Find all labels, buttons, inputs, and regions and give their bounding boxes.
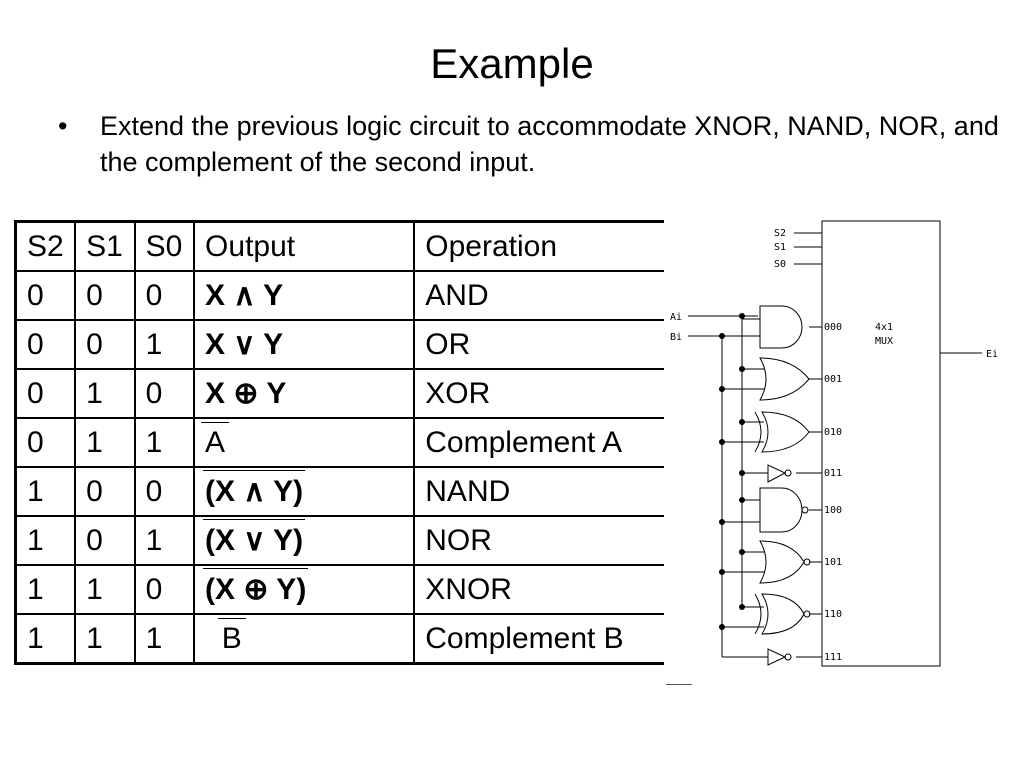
cell-s1: 1 [74, 564, 136, 615]
cell-s2: 0 [14, 319, 77, 370]
cell-output: (X ∧ Y) [203, 470, 306, 508]
mux-label-name: MUX [875, 336, 893, 347]
cell-s1: 0 [74, 466, 136, 517]
cell-s2: 1 [14, 515, 77, 566]
header-s1: S1 [74, 220, 136, 272]
cell-output-wrap: X ∨ Y [193, 319, 416, 370]
cell-s2: 1 [14, 613, 77, 665]
cell-operation: XNOR [413, 564, 666, 615]
input-label-ai: Ai [670, 312, 682, 323]
cell-s1: 0 [74, 515, 136, 566]
cell-output: B [217, 617, 246, 655]
select-label-s0: S0 [774, 259, 786, 270]
table-row: 1 1 0 (X ⊕ Y) XNOR [14, 564, 666, 615]
cell-s2: 1 [14, 466, 77, 517]
cell-output-wrap: (X ∧ Y) [193, 466, 416, 517]
table-row: 1 0 0 (X ∧ Y) NAND [14, 466, 666, 517]
cell-s1: 1 [74, 417, 136, 468]
cell-output-wrap: X ∧ Y [193, 270, 416, 321]
cell-output-wrap: A [193, 417, 416, 468]
cell-operation: Complement B [413, 613, 666, 665]
header-operation: Operation [413, 220, 666, 272]
mux-input-110: 110 [824, 609, 842, 620]
cell-s1: 1 [74, 368, 136, 419]
cell-output-wrap: X ⊕ Y [193, 368, 416, 419]
cell-s0: 1 [133, 515, 196, 566]
header-output: Output [193, 220, 416, 272]
slide-title: Example [430, 40, 594, 87]
table-row: 0 0 0 X ∧ Y AND [14, 270, 666, 321]
cell-operation: NAND [413, 466, 666, 517]
cell-operation: OR [413, 319, 666, 370]
bullet-text: Extend the previous logic circuit to acc… [100, 111, 999, 177]
cell-s0: 1 [133, 417, 196, 468]
cell-output-wrap: (X ∨ Y) [193, 515, 416, 566]
table-row: 1 1 1 B Complement B [14, 613, 666, 665]
cell-s0: 0 [133, 270, 196, 321]
cell-operation: Complement A [413, 417, 666, 468]
cell-s0: 0 [133, 564, 196, 615]
cell-s2: 0 [14, 417, 77, 468]
mux-circuit-diagram: S2 S1 S0 Ai Bi 4x1 MUX Ei 000 001 010 01… [664, 214, 1010, 676]
mux-label-size: 4x1 [875, 322, 893, 333]
cell-output: X ∧ Y [205, 279, 284, 312]
mux-input-010: 010 [824, 427, 842, 438]
cell-operation: XOR [413, 368, 666, 419]
cell-s1: 1 [74, 613, 136, 665]
table-edge-line [666, 684, 692, 685]
cell-operation: AND [413, 270, 666, 321]
cell-output: X ∨ Y [205, 328, 284, 361]
mux-input-100: 100 [824, 505, 842, 516]
cell-output: X ⊕ Y [205, 377, 287, 410]
truth-table: S2 S1 S0 Output Operation 0 0 0 X ∧ Y AN… [14, 220, 666, 665]
cell-s0: 0 [133, 368, 196, 419]
select-label-s1: S1 [774, 242, 786, 253]
cell-output: (X ∨ Y) [203, 519, 306, 557]
truth-table-container: S2 S1 S0 Output Operation 0 0 0 X ∧ Y AN… [14, 220, 666, 688]
select-label-s2: S2 [774, 228, 786, 239]
cell-s0: 0 [133, 466, 196, 517]
mux-input-000: 000 [824, 322, 842, 333]
cell-s0: 1 [133, 613, 196, 665]
cell-s0: 1 [133, 319, 196, 370]
mux-input-001: 001 [824, 374, 842, 385]
mux-input-111: 111 [824, 652, 842, 663]
mux-input-011: 011 [824, 468, 842, 479]
cell-output-wrap: B [193, 613, 416, 665]
mux-input-101: 101 [824, 557, 842, 568]
cell-operation: NOR [413, 515, 666, 566]
table-row: 1 0 1 (X ∨ Y) NOR [14, 515, 666, 566]
mux-box [821, 220, 941, 667]
cell-output-wrap: (X ⊕ Y) [193, 564, 416, 615]
cell-output: (X ⊕ Y) [203, 568, 309, 606]
cell-s2: 0 [14, 368, 77, 419]
input-label-bi: Bi [670, 332, 682, 343]
header-s2: S2 [14, 220, 77, 272]
table-row: 0 1 1 A Complement A [14, 417, 666, 468]
output-label-ei: Ei [986, 349, 998, 360]
cell-output: A [201, 421, 230, 459]
cell-s2: 1 [14, 564, 77, 615]
table-row: 0 0 1 X ∨ Y OR [14, 319, 666, 370]
header-s0: S0 [133, 220, 196, 272]
cell-s1: 0 [74, 319, 136, 370]
cell-s2: 0 [14, 270, 77, 321]
cell-s1: 0 [74, 270, 136, 321]
bullet-icon: • [58, 111, 68, 141]
table-header-row: S2 S1 S0 Output Operation [14, 220, 666, 272]
table-row: 0 1 0 X ⊕ Y XOR [14, 368, 666, 419]
